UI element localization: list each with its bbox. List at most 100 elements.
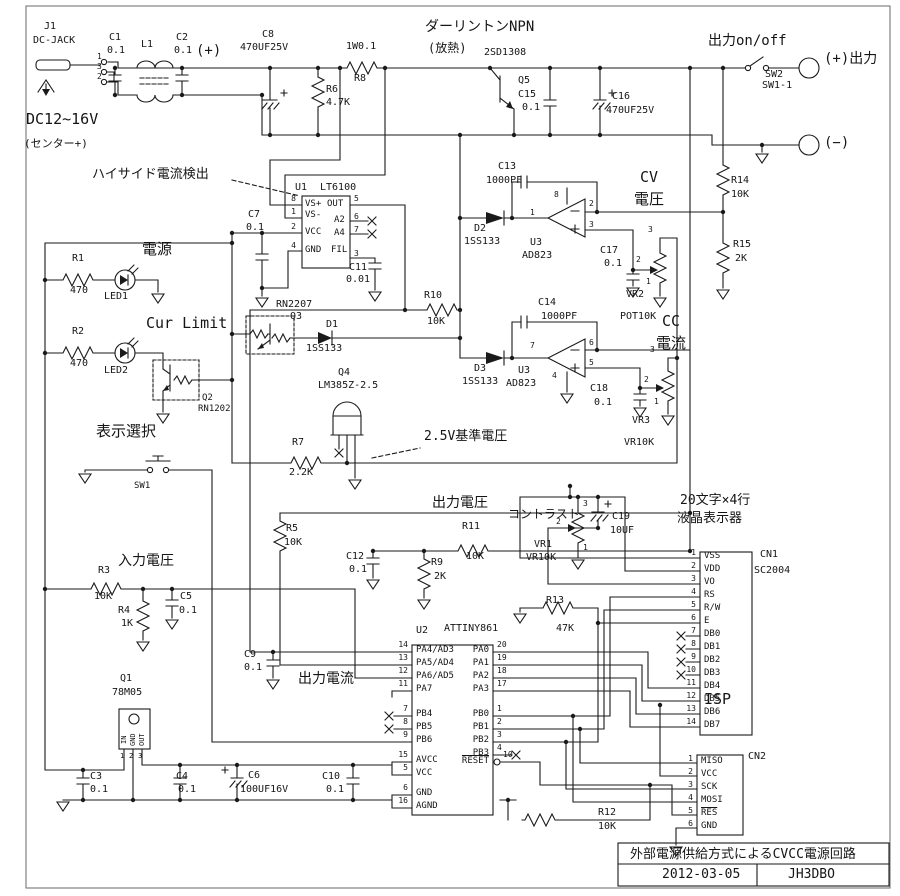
sw2-alt: SW1-1 — [762, 80, 793, 91]
d2-val: 1SS133 — [464, 236, 501, 247]
u2-pa5: PA5/AD4 — [416, 658, 454, 668]
u2-box — [411, 644, 494, 816]
cn1-n7: 7 — [691, 626, 696, 635]
vr1-pin2: 2 — [556, 517, 561, 526]
u2-n10: 10 — [503, 750, 513, 759]
j1-type: DC-JACK — [33, 35, 76, 46]
u2-n18: 18 — [497, 666, 507, 675]
cn1-rw: R/W — [704, 603, 721, 613]
vr1-ref: VR1 — [534, 539, 553, 550]
c17-val: 0.1 — [604, 258, 623, 269]
u3b-pin6: 6 — [589, 338, 594, 347]
vr3-ref: VR3 — [632, 415, 651, 426]
q4-ref: Q4 — [338, 367, 351, 378]
u2-n20: 20 — [497, 640, 507, 649]
wires-sense-dividers — [44, 512, 691, 679]
cn1-n9: 9 — [691, 652, 696, 661]
output-plus-terminal — [798, 57, 820, 79]
u1-pin7: 7 — [354, 225, 359, 234]
sheet-border — [25, 5, 891, 889]
r12-val: 10K — [598, 821, 617, 832]
vr2-ref: VR2 — [626, 289, 645, 300]
q2-digital-transistor-box — [152, 359, 200, 401]
u2-n7: 7 — [403, 704, 408, 713]
vr3-pin2: 2 — [644, 375, 649, 384]
r6-ref: R6 — [326, 84, 339, 95]
cv-title2: 電圧 — [634, 190, 665, 208]
display-select: 表示選択 — [96, 422, 157, 440]
u2-pa2: PA2 — [472, 671, 489, 681]
c4-val: 0.1 — [178, 784, 197, 795]
d1-ref: D1 — [326, 319, 339, 330]
vr2-pin3: 3 — [648, 225, 653, 234]
cn1-db1: DB1 — [704, 642, 721, 652]
u2-n5: 5 — [403, 763, 408, 772]
c7-val: 0.1 — [246, 222, 265, 233]
c6-ref: C6 — [248, 770, 261, 781]
c8-val: 470UF25V — [240, 42, 289, 53]
vr2-pin1: 1 — [646, 277, 651, 286]
plus-node: (+) — [196, 43, 222, 59]
q2-part: RN1202 — [198, 404, 231, 414]
opamp-cv — [546, 198, 586, 238]
power-label: 電源 — [142, 240, 173, 258]
c16-val: 470UF25V — [606, 105, 655, 116]
cn1-n2: 2 — [691, 561, 696, 570]
u2-n9: 9 — [403, 730, 408, 739]
r10-ref: R10 — [424, 290, 443, 301]
u2-pa0: PA0 — [472, 645, 489, 655]
cn2-box — [696, 754, 744, 836]
cn1-n6: 6 — [691, 613, 696, 622]
q5-note: (放熱) — [428, 41, 467, 55]
r13-ref: R13 — [546, 595, 565, 606]
u2-pa7: PA7 — [416, 684, 433, 694]
u1-pin6: 6 — [354, 212, 359, 221]
c19-ref: C19 — [612, 511, 631, 522]
c1-val: 0.1 — [107, 45, 126, 56]
output-minus-terminal — [798, 134, 820, 156]
r2-val: 470 — [70, 358, 89, 369]
r14-ref: R14 — [731, 175, 750, 186]
c7-ref: C7 — [248, 209, 261, 220]
r9-val: 2K — [434, 571, 447, 582]
l1-ref: L1 — [141, 39, 154, 50]
j1-ref: J1 — [44, 21, 57, 32]
u3b-pin4: 4 — [552, 371, 557, 380]
j1-pin3: 3 — [97, 62, 102, 71]
u3a-part: AD823 — [522, 250, 553, 261]
r7-ref: R7 — [292, 437, 305, 448]
output-onoff: 出力on/off — [708, 33, 787, 49]
cn1-vo: VO — [704, 577, 715, 587]
u2-n15: 15 — [398, 750, 408, 759]
r2-ref: R2 — [72, 326, 85, 337]
q1-in: IN — [120, 735, 128, 744]
cn2-mosi: MOSI — [701, 795, 723, 805]
outv-label: 出力電圧 — [432, 495, 488, 511]
r3-val: 10K — [94, 591, 113, 602]
u2-pb4: PB4 — [416, 709, 433, 719]
cn1-db7: DB7 — [704, 720, 721, 730]
c14-ref: C14 — [538, 297, 557, 308]
cn1-n11: 11 — [686, 678, 696, 687]
cn1-db4: DB4 — [704, 681, 721, 691]
lcd-title2: 液晶表示器 — [677, 511, 743, 526]
u1-vsp: VS+ — [305, 199, 322, 209]
u1-part: LT6100 — [320, 182, 357, 193]
wires-lcd-bus — [492, 485, 701, 743]
u1-pin8: 8 — [291, 194, 296, 203]
cn1-ref: CN1 — [760, 549, 779, 560]
r3-ref: R3 — [98, 565, 111, 576]
u1-a4: A4 — [334, 228, 345, 238]
r10-val: 10K — [427, 316, 446, 327]
highside-note: ハイサイド電流検出 — [92, 167, 209, 182]
led2-icon — [114, 337, 139, 364]
vr2-pin2: 2 — [636, 255, 641, 264]
q2-ref: Q2 — [202, 393, 213, 403]
cn1-n5: 5 — [691, 600, 696, 609]
led1-ref: LED1 — [104, 291, 129, 302]
cn2-n1: 1 — [688, 754, 693, 763]
cn1-n1: 1 — [691, 548, 696, 557]
q3-ref: Q3 — [290, 311, 303, 322]
u2-pa4: PA4/AD3 — [416, 645, 454, 655]
